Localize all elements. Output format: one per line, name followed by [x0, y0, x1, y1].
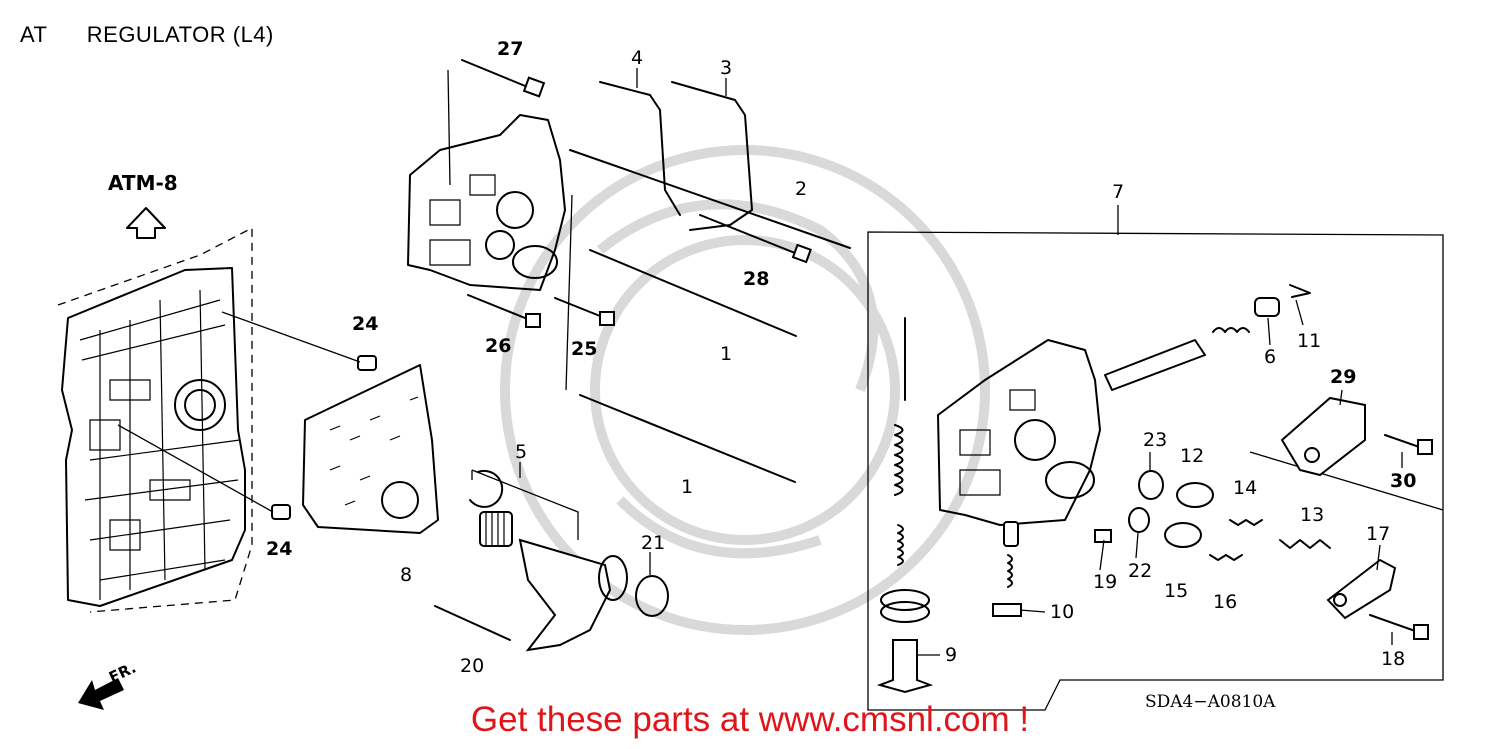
- callout-2: 2: [795, 178, 807, 200]
- stator-shaft-assembly: [434, 462, 669, 652]
- regulator-upper-body: [407, 69, 566, 291]
- atm8-reference: ATM-8: [108, 171, 178, 239]
- valves-and-springs: [876, 284, 1331, 694]
- callout-4: 4: [631, 47, 643, 69]
- callout-21: 21: [641, 532, 665, 554]
- mounting-brackets: [1280, 396, 1433, 640]
- callout-1a: 1: [720, 343, 732, 365]
- callout-19: 19: [1093, 571, 1117, 593]
- regulator-assembly-frame: [867, 205, 1444, 711]
- callout-leaders: [918, 299, 1403, 656]
- promo-banner[interactable]: Get these parts at www.cmsnl.com !: [470, 700, 1030, 739]
- callout-26: 26: [485, 335, 511, 357]
- callout-9: 9: [945, 644, 957, 666]
- watermark-logo: [500, 145, 990, 635]
- callout-23: 23: [1143, 429, 1167, 451]
- callout-labels: 27 4 3 2 28 1 1 24 24 26 25 5 8 21 20 7 …: [266, 38, 1416, 677]
- front-label: FR.: [106, 659, 139, 687]
- callout-11: 11: [1297, 330, 1321, 352]
- callout-29: 29: [1330, 366, 1356, 388]
- dowel-pins: [117, 311, 377, 520]
- callout-1b: 1: [681, 476, 693, 498]
- callout-12: 12: [1180, 445, 1204, 467]
- callout-25: 25: [571, 338, 597, 360]
- callout-30: 30: [1390, 470, 1416, 492]
- diagram-code: SDA4−A0810A: [1145, 692, 1276, 712]
- callout-22: 22: [1128, 560, 1152, 582]
- callout-5: 5: [515, 441, 527, 463]
- callout-27: 27: [497, 38, 523, 60]
- atm8-label: ATM-8: [108, 171, 178, 195]
- callout-8: 8: [400, 564, 412, 586]
- main-valve-body: [57, 226, 253, 613]
- callout-14: 14: [1233, 477, 1257, 499]
- callout-16: 16: [1213, 591, 1237, 613]
- callout-17: 17: [1366, 523, 1390, 545]
- bolts-and-rods: [461, 59, 851, 483]
- callout-18: 18: [1381, 648, 1405, 670]
- callout-15: 15: [1164, 580, 1188, 602]
- oil-pipes: [599, 68, 753, 231]
- callout-7: 7: [1112, 181, 1124, 203]
- callout-13: 13: [1300, 504, 1324, 526]
- callout-24b: 24: [266, 538, 292, 560]
- callout-20: 20: [460, 655, 484, 677]
- callout-6: 6: [1264, 346, 1276, 368]
- callout-24a: 24: [352, 313, 378, 335]
- page-title: AT REGULATOR (L4): [20, 22, 274, 47]
- callout-10: 10: [1050, 601, 1074, 623]
- separator-plate: [302, 364, 439, 534]
- regulator-valve-body: [937, 339, 1101, 526]
- callout-28: 28: [743, 268, 769, 290]
- callout-3: 3: [720, 57, 732, 79]
